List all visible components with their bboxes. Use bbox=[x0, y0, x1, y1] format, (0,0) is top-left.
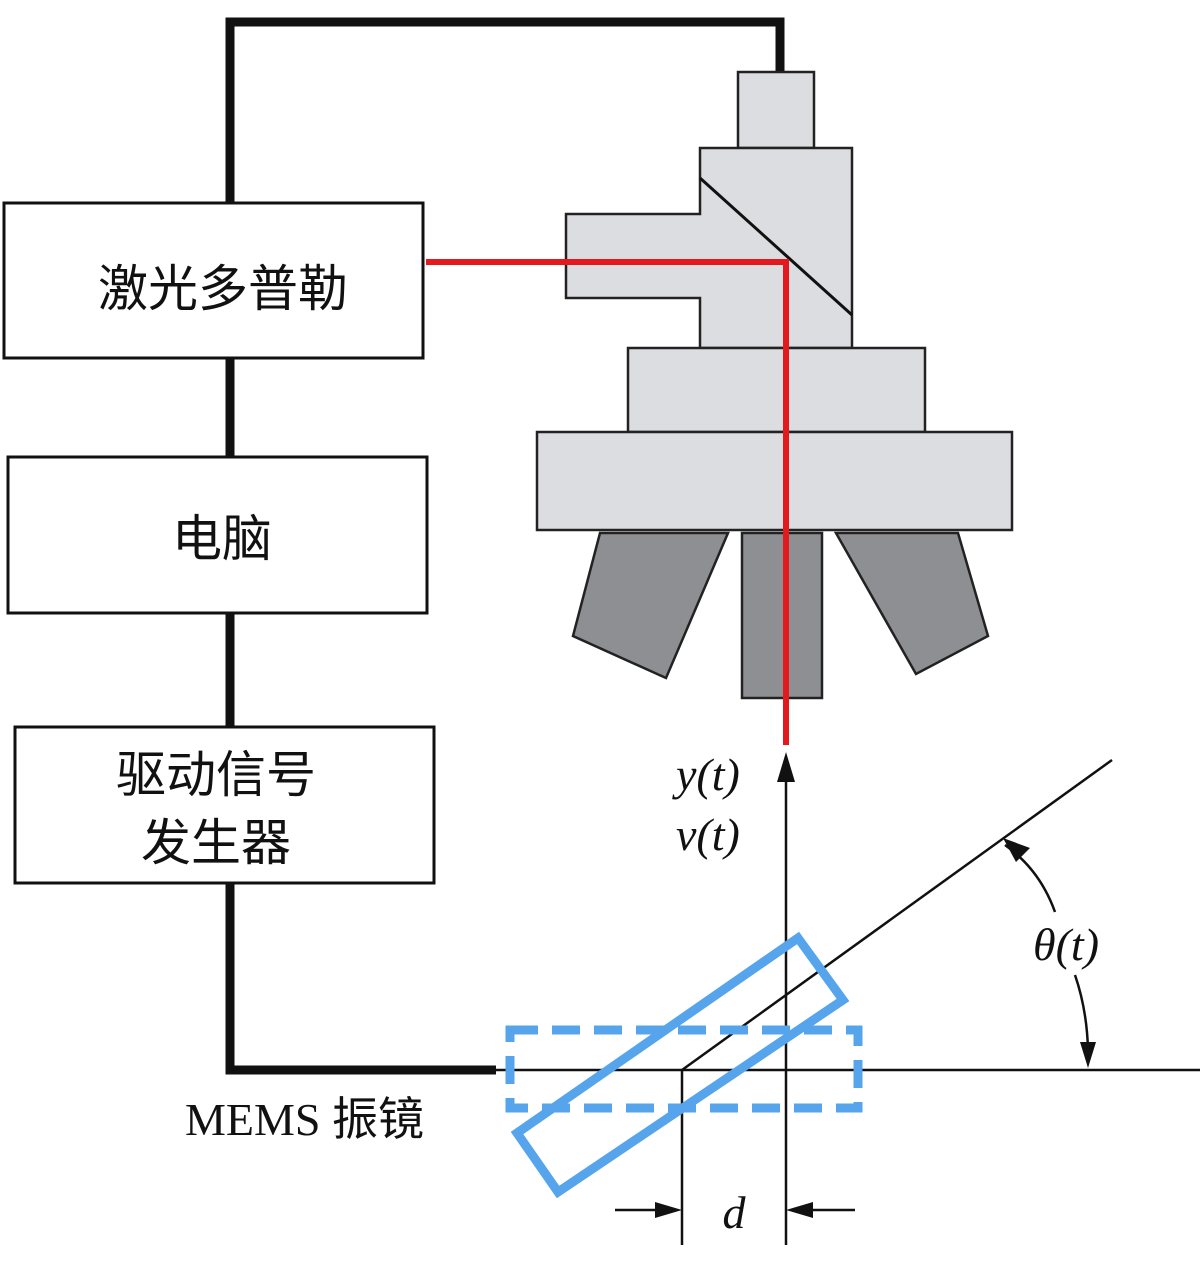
theta-angle-indicator bbox=[1003, 838, 1096, 1068]
objective-lens-left bbox=[571, 531, 730, 680]
wire-laser-to-microscope bbox=[225, 17, 785, 203]
wire-generator-to-mems bbox=[225, 883, 496, 1075]
signal-wiring bbox=[225, 17, 785, 1075]
laser-doppler-box bbox=[2, 201, 425, 360]
laser-beam bbox=[426, 259, 789, 745]
d-label: d bbox=[723, 1187, 747, 1238]
coordinate-axes bbox=[496, 752, 1200, 1245]
microscope-head bbox=[535, 70, 1014, 700]
d-right-arrowhead bbox=[786, 1202, 813, 1218]
d-left-arrowhead bbox=[655, 1202, 682, 1218]
microscope-beam-splitter-body bbox=[564, 146, 854, 350]
microscope-middle-stage bbox=[626, 346, 927, 434]
vertical-axis-arrowhead bbox=[777, 752, 795, 782]
theta-arc-upper-arrowhead bbox=[1003, 838, 1030, 862]
v-of-t-label: v(t) bbox=[676, 809, 740, 860]
signal-generator-label-line2: 发生器 bbox=[141, 814, 291, 872]
theta-arc-lower-arrowhead bbox=[1080, 1042, 1096, 1068]
objective-lens-center bbox=[740, 531, 824, 700]
computer-box bbox=[6, 455, 429, 615]
laser-doppler-block: 激光多普勒 bbox=[2, 201, 425, 360]
signal-generator-label-line1: 驱动信号 bbox=[116, 746, 316, 804]
theta-arc-lower bbox=[1073, 974, 1090, 1051]
objective-lens-right bbox=[833, 531, 990, 676]
signal-generator-block: 驱动信号 发生器 bbox=[13, 725, 436, 885]
y-of-t-label: y(t) bbox=[672, 749, 740, 800]
computer-block: 电脑 bbox=[6, 455, 429, 615]
laser-doppler-label: 激光多普勒 bbox=[98, 260, 348, 318]
theta-of-t-label: θ(t) bbox=[1033, 919, 1099, 970]
d-dimension bbox=[615, 1202, 855, 1218]
tilted-mirror-normal-line bbox=[681, 758, 1113, 1072]
mems-mirror bbox=[505, 931, 863, 1199]
computer-label: 电脑 bbox=[172, 510, 272, 568]
signal-generator-box bbox=[13, 725, 436, 885]
mems-mirror-tilted-position bbox=[510, 931, 850, 1199]
microscope-top-cap bbox=[736, 70, 816, 150]
mems-mirror-label: MEMS 振镜 bbox=[185, 1094, 424, 1145]
microscope-objective-turret bbox=[535, 430, 1014, 532]
beam-splitter-mirror bbox=[698, 176, 854, 317]
